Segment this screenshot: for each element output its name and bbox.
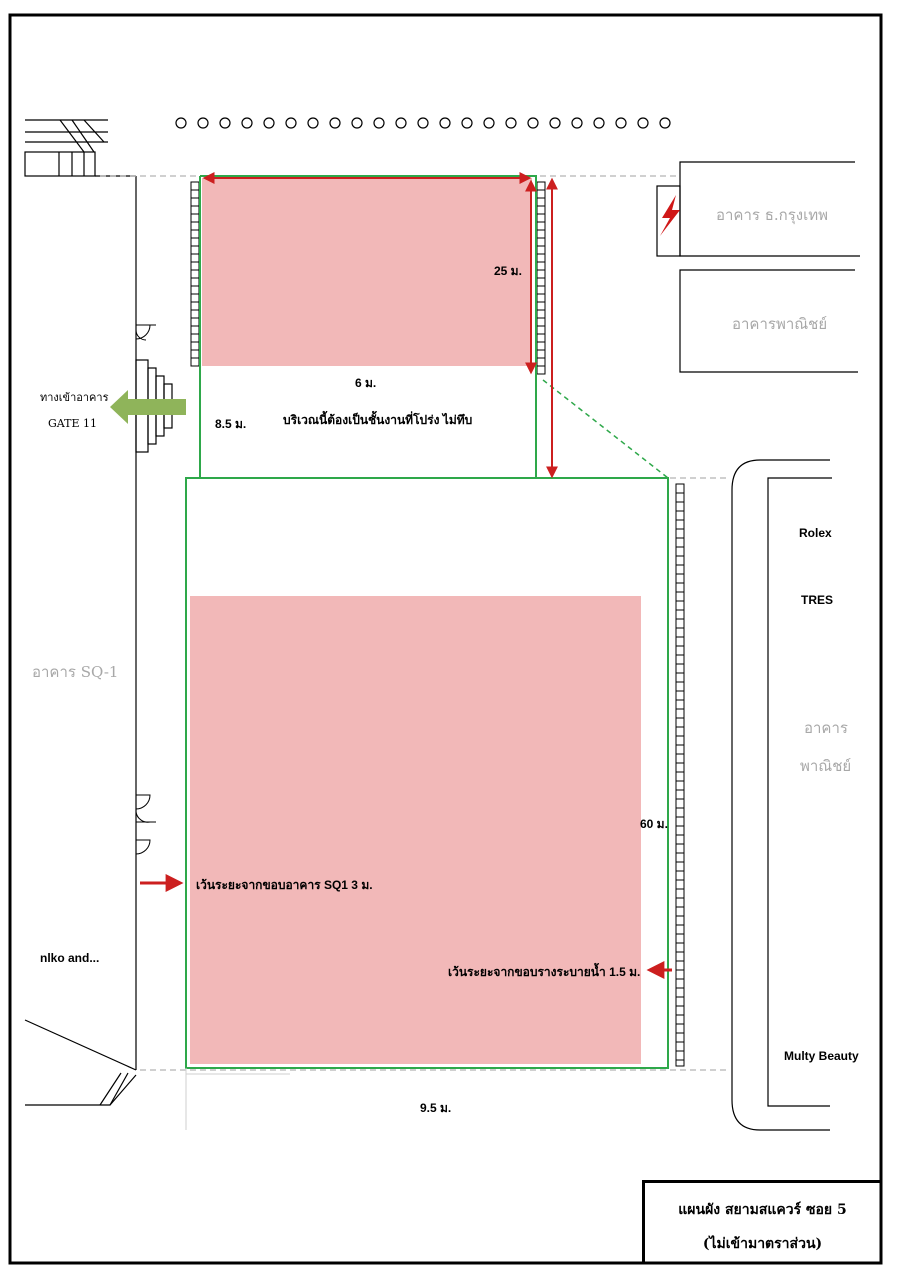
bollard: [351, 117, 363, 129]
commercial-top-label: อาคารพาณิชย์: [732, 315, 828, 333]
commercial-building-right: [731, 459, 832, 1131]
setback-sq1-note: เว้นระยะจากขอบอาคาร SQ1 3 ม.: [196, 878, 373, 892]
bollard: [483, 117, 495, 129]
bollard: [241, 117, 253, 129]
bollard: [505, 117, 517, 129]
shop-tres: TRES: [801, 593, 834, 607]
shop-multy-beauty: Multy Beauty: [784, 1049, 859, 1063]
gate-label: GATE 11: [48, 417, 97, 430]
dim-label-6m: 6 ม.: [355, 376, 377, 390]
shop-niko: nlko and...: [40, 951, 100, 965]
bangkok-bank-building: [656, 161, 860, 257]
drainage-ladder: [675, 483, 685, 1067]
commercial-building-top: [679, 269, 858, 373]
bollard: [307, 117, 319, 129]
bollard: [175, 117, 187, 129]
dim-label-8-5m: 8.5 ม.: [215, 417, 247, 431]
bollard: [659, 117, 671, 129]
upper-event-zone: [202, 178, 532, 366]
door-symbols: [135, 324, 156, 855]
setback-arrows: [140, 874, 672, 979]
bollard: [461, 117, 473, 129]
bollard: [285, 117, 297, 129]
bollard: [549, 117, 561, 129]
commercial-right-label-2: พาณิชย์: [800, 757, 852, 775]
lower-event-zone: [190, 596, 641, 1064]
bollard: [527, 117, 539, 129]
sq1-label: อาคาร SQ-1: [32, 663, 119, 681]
transparent-area-note: บริเวณนี้ต้องเป็นชั้นงานที่โปร่ง ไม่ทึบ: [283, 413, 473, 427]
dim-label-9-5m: 9.5 ม.: [420, 1101, 452, 1115]
bangkok-bank-label: อาคาร ธ.กรุงเทพ: [716, 206, 829, 224]
top-left-gate-structure: [24, 119, 136, 177]
bollard: [417, 117, 429, 129]
dim-label-60m: 60 ม.: [640, 817, 668, 831]
bollard: [373, 117, 385, 129]
commercial-right-label-1: อาคาร: [804, 719, 848, 737]
bollard: [571, 117, 583, 129]
plan-subtitle: (ไม่เข้ามาตราส่วน): [702, 1236, 823, 1252]
dimension-arrows: [202, 172, 558, 479]
setback-drain-note: เว้นระยะจากขอบรางระบายน้ำ 1.5 ม.: [448, 965, 641, 979]
shop-rolex: Rolex: [799, 526, 832, 540]
ghost-lines: [185, 1068, 290, 1130]
bollard: [263, 117, 275, 129]
arrow-left-icon: [110, 390, 186, 424]
title-block: แผนผัง สยามสแควร์ ซอย 5 (ไม่เข้ามาตราส่ว…: [642, 1180, 880, 1262]
bollard: [637, 117, 649, 129]
bollard-row: [175, 117, 671, 129]
bollard: [593, 117, 605, 129]
bollard: [197, 117, 209, 129]
bollard: [615, 117, 627, 129]
sq1-building-wall: [24, 176, 137, 1106]
dim-label-25m: 25 ม.: [494, 264, 522, 278]
lightning-icon: [660, 195, 680, 236]
drainage-ladder: [536, 181, 546, 375]
bollard: [219, 117, 231, 129]
entrance-label: ทางเข้าอาคาร: [40, 391, 109, 404]
drainage-channels: [190, 181, 685, 1067]
plan-title: แผนผัง สยามสแควร์ ซอย 5: [678, 1202, 847, 1218]
bollard: [329, 117, 341, 129]
drainage-ladder: [190, 181, 200, 367]
outer-frame: [8, 13, 883, 1265]
bollard: [439, 117, 451, 129]
bollard: [395, 117, 407, 129]
